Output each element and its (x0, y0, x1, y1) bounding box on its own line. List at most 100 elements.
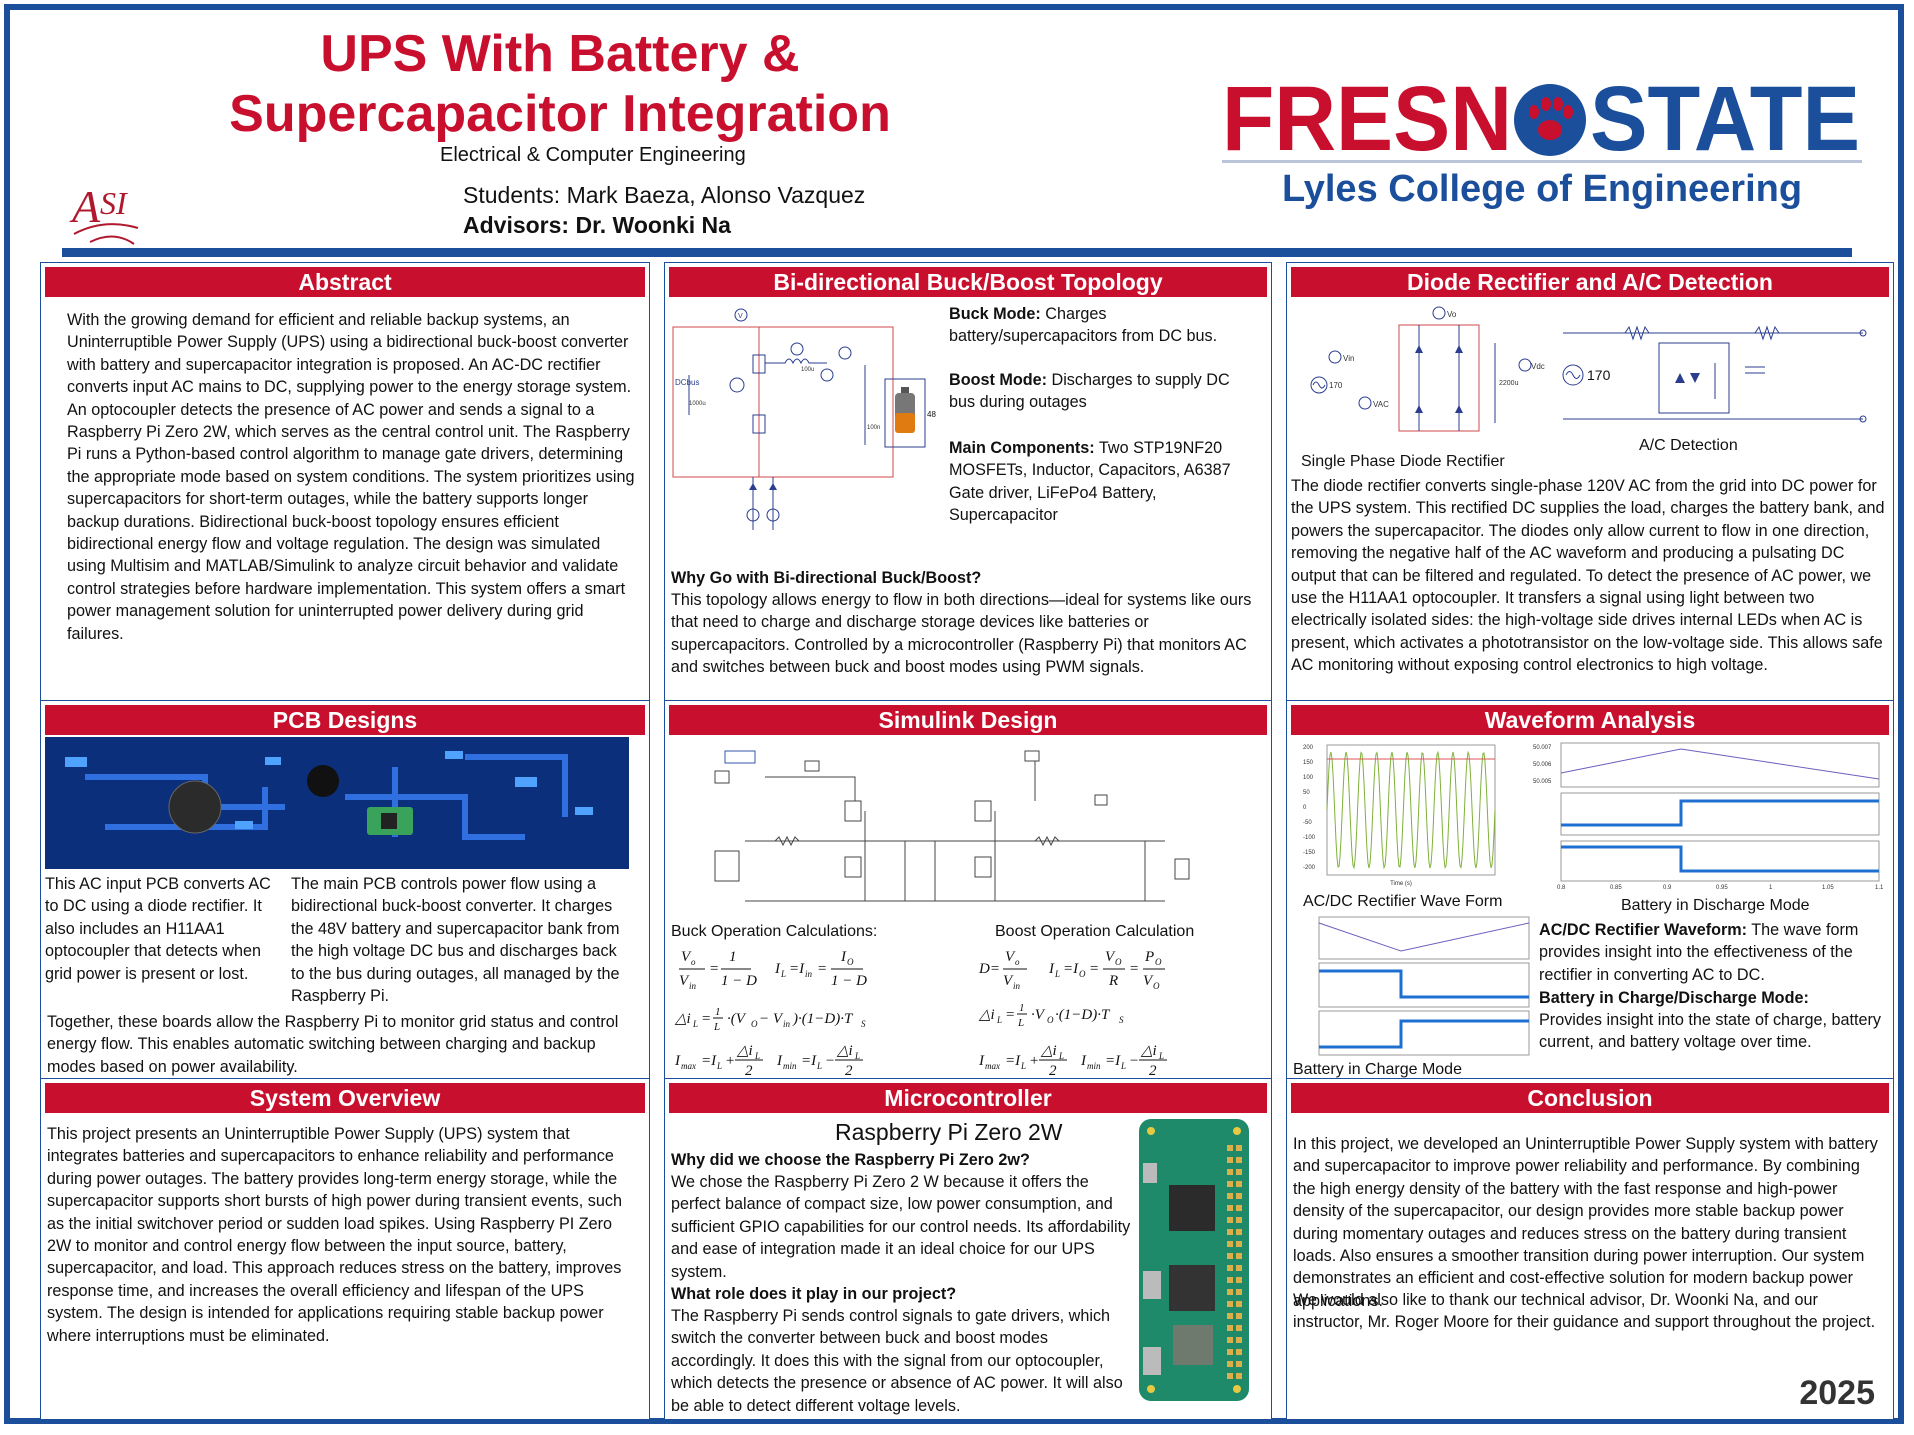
svg-text:=: = (1089, 961, 1099, 977)
svg-text:△i: △i (1140, 1043, 1157, 1059)
svg-text:L: L (754, 1051, 760, 1061)
svg-text:I: I (978, 1053, 985, 1069)
discharge-xtick-3: 0.95 (1716, 885, 1728, 891)
svg-text:L: L (1158, 1051, 1164, 1061)
svg-text:A: A (69, 181, 101, 232)
svg-text:max: max (681, 1061, 696, 1071)
charge-current-series (1319, 969, 1529, 999)
svg-text:max: max (985, 1061, 1000, 1071)
svg-text:1: 1 (715, 1006, 721, 1018)
svg-text:L: L (1058, 1051, 1064, 1061)
gpio-pin (1236, 1313, 1242, 1319)
svg-text:P: P (1144, 949, 1154, 965)
gpio-pin (1236, 1361, 1242, 1367)
abstract-panel: Abstract With the growing demand for eff… (40, 262, 650, 702)
buck-mode-desc: Charges battery/supercapacitors from DC … (949, 305, 1218, 346)
gpio-pin (1236, 1157, 1242, 1163)
rectifier-cap-label: 2200u (1499, 380, 1519, 387)
svg-text:V: V (738, 313, 743, 320)
poster-year: 2025 (1799, 1374, 1875, 1412)
components-text: Main Components: Two STP19NF20 MOSFETs, … (949, 437, 1259, 527)
svg-text:=I: =I (801, 1053, 817, 1069)
advisors-line: Advisors: Dr. Woonki Na (463, 212, 731, 238)
gpio-pin (1236, 1241, 1242, 1247)
svg-text:2: 2 (1049, 1063, 1057, 1079)
gpio-pin (1236, 1373, 1242, 1379)
svg-text:V: V (681, 949, 692, 965)
svg-text:L: L (713, 1021, 720, 1033)
ac-detection-caption: A/C Detection (1639, 437, 1738, 454)
discharge-soc-series (1561, 845, 1879, 873)
components-label: Main Components: (949, 439, 1095, 457)
rectifier-heading: Diode Rectifier and A/C Detection (1291, 267, 1889, 297)
gpio-pin (1227, 1205, 1233, 1211)
svg-text:V: V (1005, 949, 1016, 965)
micro-question-2: What role does it play in our project? (671, 1285, 957, 1303)
gpio-pin (1227, 1325, 1233, 1331)
svg-text:V: V (1143, 973, 1154, 989)
svg-text:2: 2 (745, 1063, 753, 1079)
svg-text:1: 1 (1019, 1002, 1025, 1014)
svg-text:L: L (1054, 969, 1060, 979)
battery-mode-desc: Provides insight into the state of charg… (1539, 1011, 1881, 1052)
rectifier-ytick-0: 200 (1303, 745, 1314, 751)
gpio-pin (1236, 1217, 1242, 1223)
rectifier-panel: Diode Rectifier and A/C Detection 170 Vi… (1286, 262, 1894, 702)
gpio-pin (1227, 1181, 1233, 1187)
svg-text:+: + (725, 1053, 735, 1069)
pcb-left-text: This AC input PCB converts AC to DC usin… (45, 875, 271, 983)
gpio-pin (1236, 1193, 1242, 1199)
conclusion-heading: Conclusion (1291, 1083, 1889, 1113)
svg-text:L: L (1020, 1061, 1026, 1071)
poster: UPS With Battery & Supercapacitor Integr… (4, 4, 1904, 1424)
poster-title: UPS With Battery & Supercapacitor Integr… (229, 25, 891, 143)
boost-mode-desc: Discharges to supply DC bus during outag… (949, 371, 1230, 412)
conclusion-body-1: In this project, we developed an Uninter… (1293, 1135, 1878, 1310)
gpio-pin (1227, 1265, 1233, 1271)
svg-text:O: O (1155, 957, 1162, 967)
svg-text:R: R (1108, 973, 1118, 989)
svg-text:V: V (1003, 973, 1014, 989)
rect-waveform-desc: The wave form provides insight into the … (1539, 921, 1859, 984)
pcb-render (45, 737, 629, 869)
gpio-pin (1236, 1349, 1242, 1355)
gpio-pin (1227, 1337, 1233, 1343)
svg-text:=: = (709, 961, 719, 977)
gpio-pin (1227, 1241, 1233, 1247)
svg-text:=I: =I (701, 1053, 717, 1069)
gpio-pin (1236, 1337, 1242, 1343)
why-topology-heading: Why Go with Bi-directional Buck/Boost? (671, 569, 982, 587)
discharge-xtick-1: 0.85 (1610, 885, 1622, 891)
pcb-panel: PCB Designs This AC input PCB converts A… (40, 700, 650, 1086)
svg-text:V: V (679, 973, 690, 989)
system-overview-panel: System Overview This project presents an… (40, 1078, 650, 1420)
svg-text:L: L (854, 1051, 860, 1061)
svg-text:=: = (1129, 961, 1139, 977)
pcb-right-text: The main PCB controls power flow using a… (291, 875, 620, 1006)
rectifier-waveform-caption: AC/DC Rectifier Wave Form (1303, 893, 1503, 910)
svg-text:L: L (1017, 1017, 1024, 1029)
gpio-pin (1227, 1145, 1233, 1151)
buck-boost-schematic: V DCbus 1000u 100u 100n 48 (669, 305, 939, 545)
gpio-pin (1236, 1277, 1242, 1283)
svg-text:in: in (689, 981, 697, 991)
svg-text:O: O (1153, 981, 1160, 991)
svg-text:L: L (996, 1015, 1002, 1025)
fresno-state-logo: FRESN STATE (1222, 68, 1860, 168)
gpio-pin (1227, 1301, 1233, 1307)
gpio-pin (1236, 1301, 1242, 1307)
svg-text:L: L (816, 1061, 822, 1071)
charge-caption: Battery in Charge Mode (1293, 1061, 1462, 1078)
svg-text:I: I (1048, 961, 1055, 977)
gpio-pin (1236, 1289, 1242, 1295)
discharge-xtick-5: 1.05 (1822, 885, 1834, 891)
poster-header: UPS With Battery & Supercapacitor Integr… (10, 10, 1898, 258)
gpio-pin (1236, 1181, 1242, 1187)
pcb-bottom-text: Together, these boards allow the Raspber… (47, 1013, 619, 1076)
svg-text:△i: △i (736, 1043, 753, 1059)
